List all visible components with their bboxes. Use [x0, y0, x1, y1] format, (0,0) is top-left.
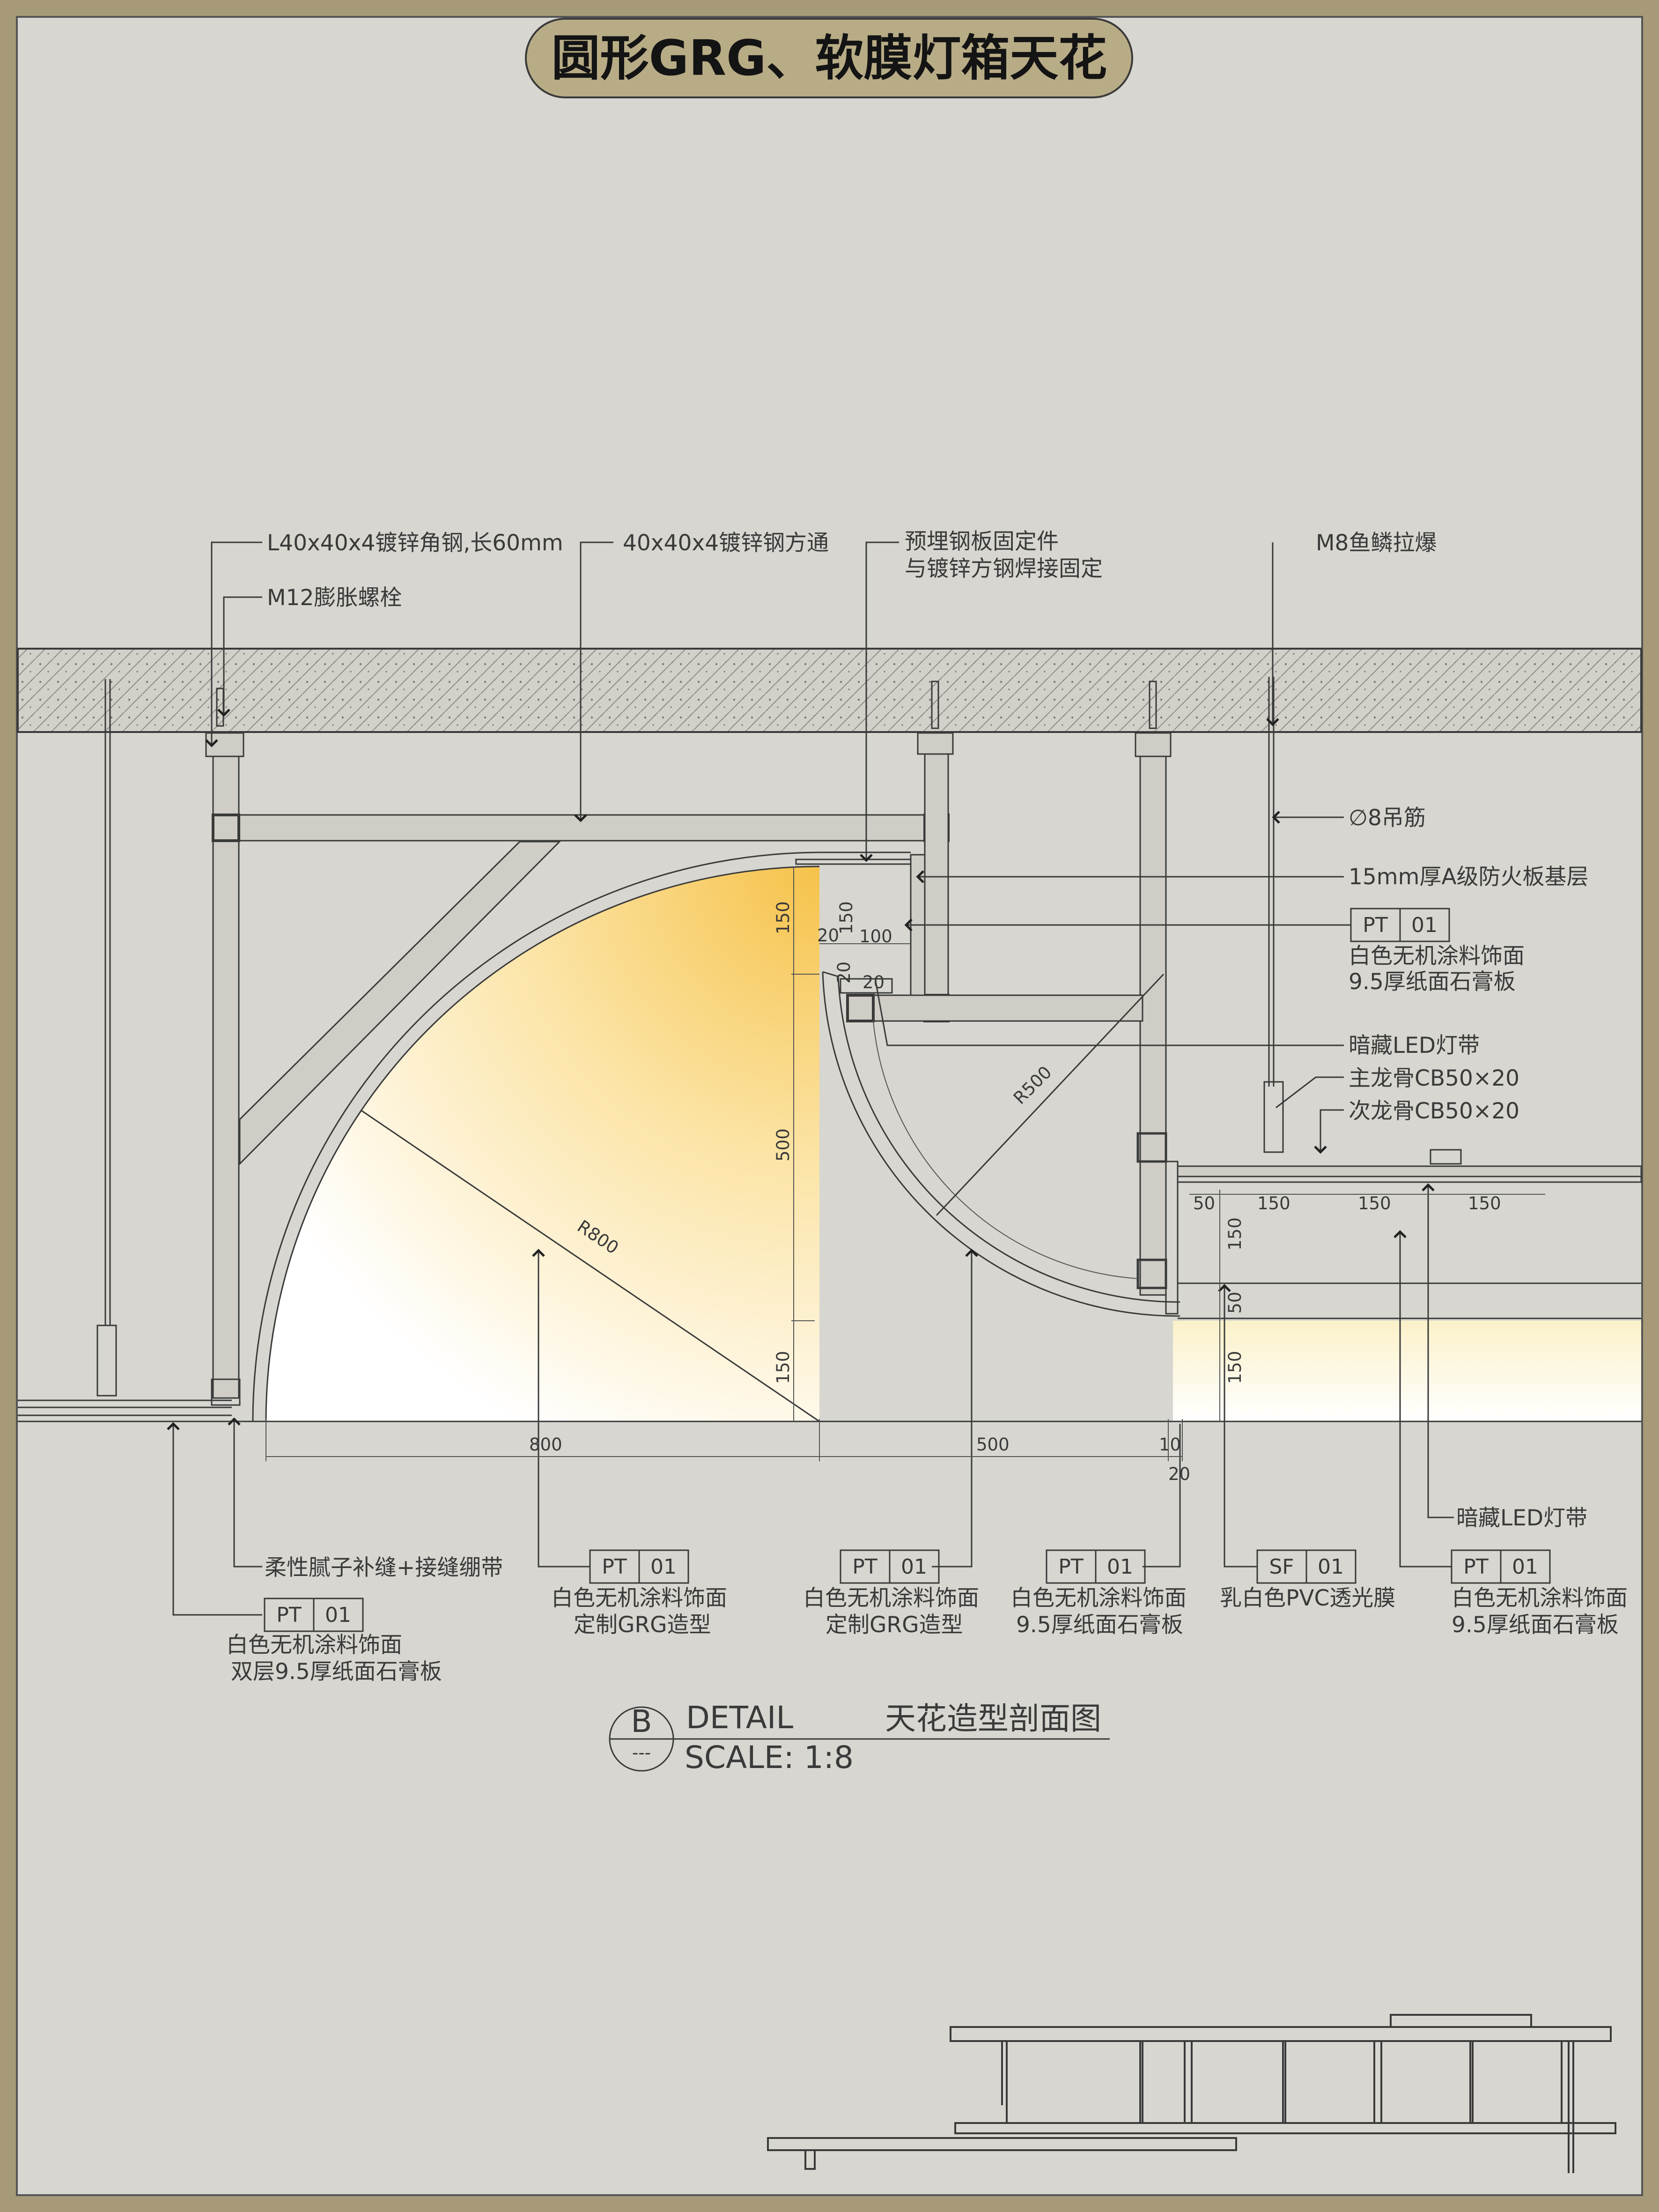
svg-text:150: 150 [1225, 1351, 1245, 1384]
svg-text:PT: PT [1463, 1555, 1489, 1579]
svg-text:白色无机涂料饰面: 白色无机涂料饰面 [803, 1585, 979, 1611]
title-block: 圆形GRG、软膜灯箱天花 [525, 18, 1133, 98]
left-suspension-rod [96, 679, 117, 1397]
svg-text:定制GRG造型: 定制GRG造型 [826, 1612, 963, 1638]
svg-text:50: 50 [1225, 1292, 1245, 1314]
svg-text:20: 20 [817, 925, 839, 946]
svg-text:500: 500 [976, 1435, 1010, 1455]
key-plan-thumbnail [767, 2014, 1616, 2173]
svg-text:150: 150 [1358, 1193, 1391, 1213]
svg-text:双层9.5厚纸面石膏板: 双层9.5厚纸面石膏板 [231, 1659, 442, 1685]
svg-text:---: --- [632, 1743, 651, 1763]
svg-text:01: 01 [325, 1603, 351, 1627]
callout-finish-2: 9.5厚纸面石膏板 [1349, 969, 1516, 995]
svg-text:150: 150 [836, 901, 856, 934]
tag-pt-upper: PT 01 [1350, 908, 1450, 942]
svg-text:白色无机涂料饰面: 白色无机涂料饰面 [1452, 1585, 1628, 1611]
right-suspended-ceiling [1165, 1149, 1642, 1319]
callout-expansion-bolt: M12膨胀螺栓 [267, 585, 402, 611]
svg-text:150: 150 [773, 1351, 793, 1384]
svg-text:白色无机涂料饰面: 白色无机涂料饰面 [1010, 1585, 1187, 1611]
svg-text:100: 100 [859, 926, 892, 947]
svg-text:20: 20 [863, 972, 885, 992]
callout-angle-steel: L40x40x4镀锌角钢,长60mm [267, 530, 563, 556]
svg-text:PT: PT [1363, 913, 1388, 937]
svg-text:定制GRG造型: 定制GRG造型 [574, 1612, 711, 1638]
callout-embedded-plate-2: 与镀锌方钢焊接固定 [905, 556, 1103, 582]
leader-arrows [167, 709, 1435, 1430]
svg-text:天花造型剖面图: 天花造型剖面图 [885, 1701, 1101, 1737]
svg-text:乳白色PVC透光膜: 乳白色PVC透光膜 [1220, 1585, 1395, 1611]
concrete-slab [17, 648, 1642, 733]
svg-text:500: 500 [773, 1128, 793, 1161]
tag-pt-wall: PT 01 [264, 1598, 364, 1632]
right-steel-post [1135, 681, 1172, 1296]
right-hanger-rod [1263, 677, 1284, 1153]
callout-finish-1: 白色无机涂料饰面 [1349, 943, 1525, 969]
svg-text:01: 01 [901, 1555, 927, 1579]
svg-text:PT: PT [602, 1555, 627, 1579]
light-glow-circle [266, 866, 819, 1421]
left-steel-post [205, 688, 244, 1406]
svg-text:白色无机涂料饰面: 白色无机涂料饰面 [226, 1632, 402, 1658]
dimension-lines [265, 866, 1545, 1461]
svg-text:20: 20 [1168, 1464, 1190, 1484]
svg-text:10: 10 [1159, 1435, 1181, 1455]
svg-text:01: 01 [1107, 1555, 1133, 1579]
svg-text:DETAIL: DETAIL [686, 1700, 793, 1736]
svg-text:PT: PT [852, 1555, 877, 1579]
svg-text:PT: PT [276, 1603, 302, 1627]
svg-text:150: 150 [1225, 1217, 1245, 1250]
drawing-title: 圆形GRG、软膜灯箱天花 [552, 30, 1107, 87]
label-led-bottom: 暗藏LED灯带 [1456, 1505, 1587, 1531]
svg-text:白色无机涂料饰面: 白色无机涂料饰面 [551, 1585, 727, 1611]
inner-horizontal-tube [846, 994, 1143, 1022]
svg-text:150: 150 [773, 901, 793, 934]
grg-large-arc [252, 851, 911, 1422]
callout-square-tube: 40x40x4镀锌钢方通 [623, 530, 829, 556]
svg-text:B: B [631, 1703, 652, 1739]
callout-embedded-plate-1: 预埋钢板固定件 [905, 529, 1059, 555]
leader-lines [172, 541, 1454, 1616]
tag-pt-grg-a: PT 01 [589, 1549, 689, 1584]
label-putty: 柔性腻子补缝+接缝绷带 [265, 1555, 503, 1581]
svg-text:01: 01 [650, 1555, 677, 1579]
tag-pt-gypsum: PT 01 [1046, 1549, 1146, 1584]
svg-text:9.5厚纸面石膏板: 9.5厚纸面石膏板 [1452, 1612, 1619, 1638]
svg-text:01: 01 [1411, 913, 1438, 937]
svg-text:01: 01 [1512, 1555, 1538, 1579]
tag-pt-right: PT 01 [1451, 1549, 1551, 1584]
svg-text:150: 150 [1468, 1193, 1501, 1213]
svg-text:01: 01 [1318, 1555, 1344, 1579]
callout-rod: ∅8吊筋 [1349, 805, 1426, 831]
callout-main-keel: 主龙骨CB50×20 [1349, 1065, 1519, 1091]
callout-anchor: M8鱼鳞拉爆 [1316, 530, 1437, 556]
tag-pt-grg-b: PT 01 [840, 1549, 940, 1584]
callout-sub-keel: 次龙骨CB50×20 [1349, 1098, 1519, 1124]
detail-label: B --- DETAIL 天花造型剖面图 SCALE: 1:8 [609, 1700, 1110, 1776]
svg-text:50: 50 [1193, 1193, 1215, 1213]
light-glow-strip [1173, 1321, 1641, 1421]
callout-fire-board: 15mm厚A级防火板基层 [1349, 864, 1589, 890]
svg-text:PT: PT [1058, 1555, 1084, 1579]
svg-text:SCALE: 1:8: SCALE: 1:8 [685, 1739, 854, 1776]
svg-text:20: 20 [834, 962, 854, 984]
svg-text:9.5厚纸面石膏板: 9.5厚纸面石膏板 [1016, 1612, 1183, 1638]
tag-sf-pvc: SF 01 [1256, 1549, 1357, 1584]
bottom-callouts: 柔性腻子补缝+接缝绷带 PT 01 白色无机涂料饰面 双层9.5厚纸面石膏板 P… [226, 1505, 1628, 1685]
diagonal-brace [239, 841, 561, 1166]
top-callouts: L40x40x4镀锌角钢,长60mm M12膨胀螺栓 40x40x4镀锌钢方通 … [267, 529, 1437, 611]
svg-text:800: 800 [529, 1435, 562, 1455]
svg-text:SF: SF [1269, 1555, 1294, 1579]
svg-text:150: 150 [1257, 1193, 1290, 1213]
callout-led-hidden: 暗藏LED灯带 [1349, 1033, 1480, 1058]
right-callouts: ∅8吊筋 15mm厚A级防火板基层 PT 01 白色无机涂料饰面 9.5厚纸面石… [1349, 805, 1589, 1124]
